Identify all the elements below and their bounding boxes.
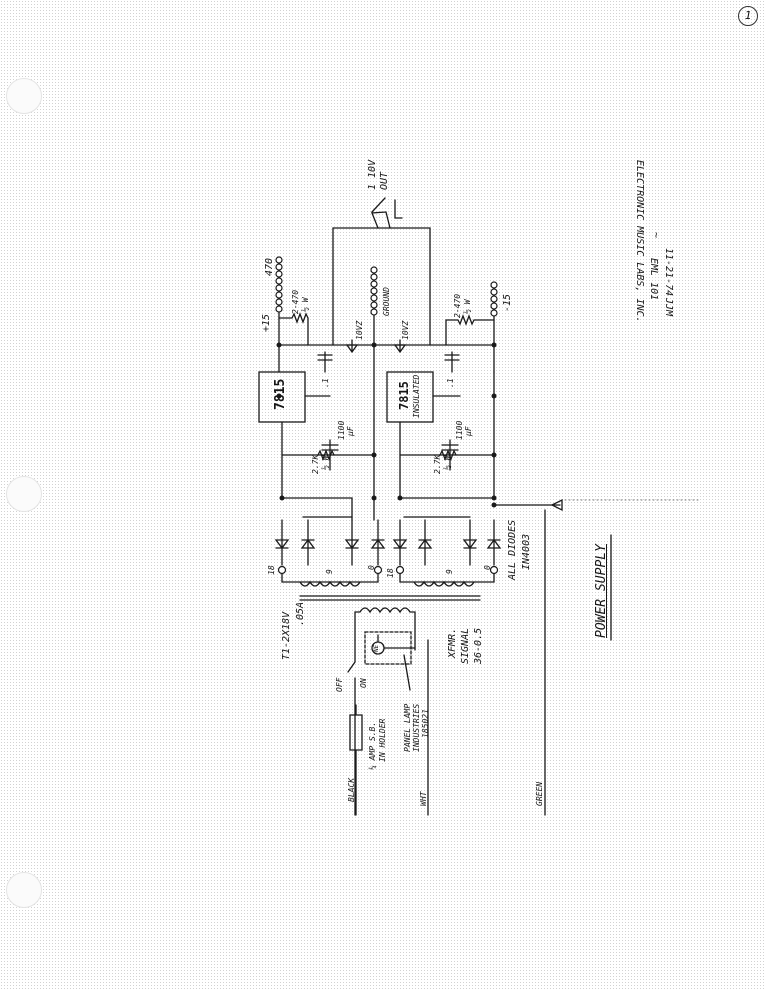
diode-3 bbox=[344, 519, 360, 566]
fuse-label-1: ¼ AMP S.B. bbox=[368, 721, 377, 770]
lamp-pointer bbox=[403, 654, 411, 691]
tap-left-9: 9 bbox=[325, 569, 334, 574]
secondary-left bbox=[281, 569, 379, 587]
title-date: 11-21-74 bbox=[663, 248, 674, 297]
label-pos-resistor: 2-470 bbox=[291, 289, 300, 314]
neg-terminals bbox=[490, 281, 498, 317]
transformer-part-2: .05A bbox=[295, 601, 306, 626]
filter-neg-cap bbox=[441, 439, 459, 471]
pos-resistor bbox=[278, 312, 309, 346]
output-arrow bbox=[550, 498, 563, 512]
label-zener-pos: 10VZ bbox=[355, 320, 364, 340]
out-bus-wire bbox=[332, 227, 431, 346]
tap-left-18: 18 bbox=[267, 565, 276, 575]
label-pos-470: 470 bbox=[264, 257, 275, 276]
fuse-label-2: IN HOLDER bbox=[378, 718, 387, 762]
page-number-text: 1 bbox=[744, 9, 752, 22]
label-neg-resistor: 2-470 bbox=[453, 293, 462, 318]
label-pos-resistor-w: ½ W bbox=[301, 297, 310, 312]
jack-wire bbox=[371, 211, 391, 229]
regulator-pos-label: 7815 bbox=[273, 378, 288, 410]
filter-pos-resistor bbox=[317, 449, 335, 461]
diode-5 bbox=[392, 519, 408, 566]
filter-pos-r-w-label: ½ W bbox=[321, 455, 330, 470]
title-initials: JJM bbox=[663, 298, 674, 317]
zener-neg bbox=[393, 339, 407, 354]
xfmr-line-1: XFMR. bbox=[447, 627, 458, 658]
filter-neg-r-w-label: ½ W bbox=[443, 455, 452, 470]
switch-off-label: OFF bbox=[335, 677, 344, 692]
switch bbox=[347, 639, 356, 816]
diodes-line-2: IN4003 bbox=[521, 533, 532, 570]
zener-pos bbox=[345, 339, 359, 354]
tap-right-0: 0 bbox=[483, 565, 492, 570]
switch-on-label: ON bbox=[359, 678, 368, 688]
label-neg-15: -15 bbox=[502, 293, 513, 312]
diode-2 bbox=[300, 519, 316, 566]
ground-terminals bbox=[370, 266, 378, 316]
regulator-neg-body bbox=[386, 371, 434, 423]
wire-green-label: GREEN bbox=[535, 781, 544, 806]
primary-coil bbox=[354, 607, 416, 651]
title-model: EML 101 bbox=[648, 258, 659, 301]
cap-pos-out bbox=[317, 351, 333, 373]
filter-pos-r-label: 2.7K bbox=[311, 454, 320, 474]
junction-dots bbox=[276, 342, 497, 508]
label-out: OUT bbox=[379, 171, 390, 190]
label-neg-resistor-w: ½ W bbox=[463, 299, 472, 314]
label-ground: GROUND bbox=[382, 287, 391, 316]
regulator-neg-note: INSULATED bbox=[412, 374, 421, 418]
tap-right-9: 9 bbox=[445, 569, 454, 574]
xfmr-line-3: 36-0.5 bbox=[473, 627, 484, 664]
page-number: 1 bbox=[738, 6, 758, 26]
label-pos-15: +15 bbox=[261, 313, 272, 332]
neg-resistor bbox=[445, 314, 495, 346]
filter-neg-c-unit: µF bbox=[464, 426, 473, 436]
hole-punch-bottom bbox=[6, 872, 42, 908]
diodes-line-1: ALL DIODES bbox=[507, 519, 518, 580]
cap-neg-out bbox=[444, 351, 460, 373]
fuse bbox=[349, 704, 363, 816]
diode-6 bbox=[417, 519, 433, 566]
filter-neg-r-label: 2.7K bbox=[433, 454, 442, 474]
transformer-part-1: T1-2X18V bbox=[281, 611, 292, 660]
hole-punch-top bbox=[6, 78, 42, 114]
secondary-right bbox=[399, 569, 495, 587]
label-zener-neg: 10VZ bbox=[401, 320, 410, 340]
tap-circles bbox=[277, 565, 499, 575]
cap-neg-out-label: .1 bbox=[446, 378, 455, 388]
regulator-neg-label: 7815 bbox=[397, 381, 411, 410]
xfmr-line-2: SIGNAL bbox=[460, 627, 471, 664]
cap-pos-out-label: .1 bbox=[321, 378, 330, 388]
filter-pos-c-label: 1100 bbox=[337, 420, 346, 440]
filter-pos-c-unit: µF bbox=[346, 426, 355, 436]
lamp-symbol-label: NE bbox=[373, 644, 380, 652]
hole-punch-mid bbox=[6, 476, 42, 512]
lamp-label-2: INDUSTRIES bbox=[412, 703, 421, 752]
pos-terminals bbox=[275, 256, 283, 313]
tap-right-18: 18 bbox=[386, 568, 395, 578]
diode-4 bbox=[370, 519, 386, 566]
wire-white-label: WHT bbox=[419, 791, 428, 806]
wire-black-label: BLACK bbox=[347, 777, 356, 802]
transformer-core bbox=[299, 595, 481, 601]
diode-8 bbox=[486, 519, 502, 566]
filter-neg-resistor bbox=[439, 449, 457, 461]
tap-left-0: 0 bbox=[367, 565, 376, 570]
jack-body bbox=[371, 197, 386, 213]
lamp-label-3: 185021 bbox=[421, 709, 430, 738]
bridge-left-top bbox=[281, 497, 353, 521]
caption-power-supply: POWER SUPPLY bbox=[594, 544, 609, 638]
title-company: ELECTRONIC MUSIC LABS, INC. bbox=[634, 160, 645, 323]
filter-neg-c-label: 1100 bbox=[455, 420, 464, 440]
diode-7 bbox=[462, 519, 478, 566]
filter-pos-frame bbox=[281, 419, 375, 521]
diode-1 bbox=[274, 519, 290, 566]
lamp-label-1: PANEL LAMP bbox=[403, 703, 412, 752]
title-tilde: ~ bbox=[650, 232, 661, 239]
filter-pos-cap bbox=[321, 439, 339, 471]
jack-tip bbox=[394, 199, 403, 219]
label-out-jack: 1 10V bbox=[367, 159, 378, 190]
